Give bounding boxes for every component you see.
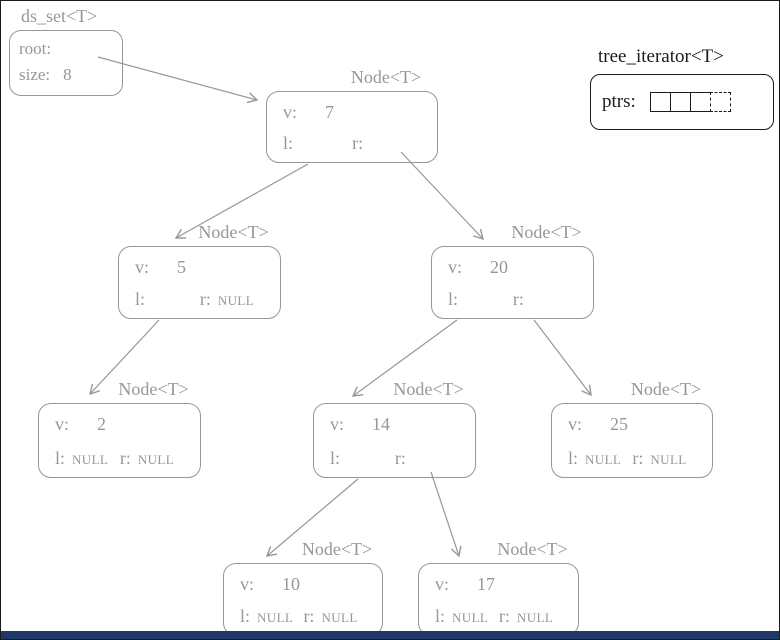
pointer-row: l: NULL r: NULL [240,606,375,627]
v-label: v: [330,414,345,434]
size-label: size: [19,65,51,84]
l-label: l: [568,448,579,468]
value-row: v: 25 [568,414,628,435]
v-value: 17 [477,574,496,594]
tree-node-14: Node<T> v: 14 l: r: [313,379,476,478]
tree-iterator-type-label: tree_iterator<T> [598,46,724,67]
pointer-row: l: r: [330,448,468,469]
v-label: v: [283,102,298,122]
pointer-row: l: NULL r: NULL [568,448,705,469]
l-value: NULL [585,452,622,467]
r-label: r: [512,289,524,309]
pointer-row: l: NULL r: NULL [435,606,571,627]
v-value: 2 [97,414,107,434]
node-box [118,246,281,319]
node-type-label: Node<T> [301,539,373,559]
v-label: v: [135,257,150,277]
node-type-label: Node<T> [350,67,422,87]
tree-node-10: Node<T> v: 10 l: NULL r: NULL [223,539,383,636]
l-label: l: [283,133,294,153]
tree-node-5: Node<T> v: 5 l: r: NULL [118,222,281,319]
node-box [313,403,476,478]
node-box [431,246,594,319]
size-row: size: 8 [19,62,122,88]
tree-node-2: Node<T> v: 2 l: NULL r: NULL [38,379,201,478]
value-row: v: 7 [283,102,334,123]
pointer-row: l: NULL r: NULL [55,448,193,469]
l-label: l: [135,289,146,309]
l-label: l: [448,289,459,309]
root-label: root: [19,39,52,58]
node-type-label: Node<T> [393,379,464,399]
v-label: v: [240,574,255,594]
v-value: 5 [177,257,187,277]
ds-set-type-label: ds_set<T> [21,6,98,26]
node-type-label: Node<T> [198,222,269,242]
l-value: NULL [257,610,294,625]
value-row: v: 14 [330,414,390,435]
pointer-row: l: r: [283,133,430,154]
r-label: r: [199,289,211,309]
tree-iterator-object-box: ptrs: [590,74,774,130]
node-box [551,403,713,478]
l-label: l: [435,606,446,626]
r-label: r: [632,448,644,468]
v-label: v: [448,257,463,277]
ptr-cell [649,92,671,112]
r-value: NULL [650,452,687,467]
tree-node-7: Node<T> v: 7 l: r: [266,67,438,163]
value-row: v: 5 [135,257,186,278]
v-label: v: [55,414,70,434]
tree-node-25: Node<T> v: 25 l: NULL r: NULL [551,379,713,478]
ds-set-object-box: root: size: 8 [9,30,123,96]
root-pointer-row: root: [19,36,122,62]
r-label: r: [498,606,510,626]
node-type-label: Node<T> [511,222,582,242]
ptrs-cells [649,92,731,112]
v-label: v: [568,414,583,434]
value-row: v: 10 [240,574,300,595]
ptr-cell-dashed [709,92,731,112]
node-type-label: Node<T> [118,379,189,399]
pointer-row: l: r: [448,289,586,310]
r-value: NULL [217,293,255,308]
v-value: 25 [610,414,629,434]
value-row: v: 17 [435,574,495,595]
r-label: r: [352,133,364,153]
r-label: r: [119,448,131,468]
v-value: 14 [372,414,391,434]
bottom-window-edge [1,631,779,639]
l-label: l: [330,448,341,468]
ptrs-label: ptrs: [602,91,636,112]
node-type-label: Node<T> [497,539,568,559]
edge-20r-to-25 [533,319,592,397]
r-label: r: [303,606,315,626]
v-value: 10 [282,574,301,594]
pointer-row: l: r: NULL [135,289,273,310]
l-label: l: [55,448,66,468]
node-box [38,403,201,478]
v-label: v: [435,574,450,594]
value-row: v: 20 [448,257,508,278]
ptr-cell [669,92,691,112]
size-value: 8 [63,65,72,84]
node-box [266,91,438,163]
tree-node-17: Node<T> v: 17 l: NULL r: NULL [418,539,579,636]
l-label: l: [240,606,251,626]
node-type-label: Node<T> [630,379,702,399]
tree-node-20: Node<T> v: 20 l: r: [431,222,594,319]
r-value: NULL [137,452,175,467]
r-value: NULL [321,610,358,625]
ptr-cell [689,92,711,112]
r-value: NULL [516,610,554,625]
r-label: r: [394,448,406,468]
v-value: 7 [325,102,335,122]
l-value: NULL [452,610,489,625]
value-row: v: 2 [55,414,106,435]
l-value: NULL [72,452,109,467]
v-value: 20 [490,257,509,277]
